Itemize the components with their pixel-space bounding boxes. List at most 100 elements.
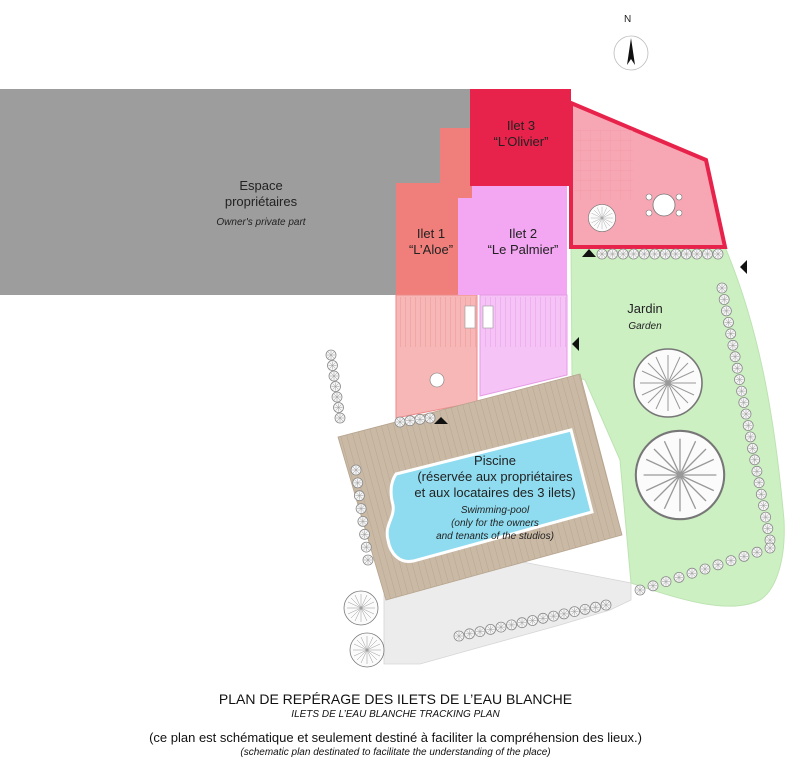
hedge-shrub bbox=[681, 248, 692, 260]
hedge-shrub bbox=[579, 604, 591, 615]
pool-title-line1: Piscine bbox=[474, 453, 516, 468]
ilet1-title-line1: Ilet 1 bbox=[416, 226, 446, 241]
hedge-shrub bbox=[352, 477, 364, 489]
owners-zone bbox=[0, 89, 472, 295]
swimming-pool bbox=[385, 428, 594, 563]
hedge-shrub bbox=[414, 413, 426, 425]
hedge-shrub bbox=[404, 415, 416, 427]
outdoor-table-icon-2 bbox=[429, 372, 445, 388]
hedge-shrub bbox=[360, 541, 372, 553]
hedge-shrub bbox=[527, 615, 538, 626]
hedge-shrub bbox=[736, 385, 747, 397]
hedge-shrub bbox=[495, 621, 507, 633]
hedge-shrub bbox=[734, 374, 745, 386]
hedge-shrub bbox=[590, 601, 601, 613]
hedge-shrub bbox=[762, 523, 774, 534]
hedge-shrub bbox=[424, 412, 436, 424]
hedge-shrub bbox=[359, 528, 371, 540]
shower-icon bbox=[464, 305, 494, 329]
pool-title-line2: (réservée aux propriétaires bbox=[417, 469, 573, 484]
pool-label: Piscine (réservée aux propriétaires et a… bbox=[405, 453, 585, 543]
ilet2-deck bbox=[482, 297, 566, 347]
hedge-shrub bbox=[464, 628, 475, 640]
pool-subtitle-line2: (only for the owners bbox=[451, 518, 539, 529]
hedge-shrub bbox=[753, 477, 765, 489]
hedge-shrub bbox=[727, 339, 739, 351]
owners-zone-label: Espace propriétaires Owner's private par… bbox=[196, 178, 326, 229]
pool-title-line3: et aux locataires des 3 ilets) bbox=[414, 485, 576, 500]
hedge-shrub bbox=[758, 500, 769, 512]
ilet2-title-line2: “Le Palmier” bbox=[487, 242, 559, 257]
hedge-shrub bbox=[673, 572, 685, 583]
hedge-shrub bbox=[712, 559, 724, 571]
outdoor-table-icon bbox=[645, 193, 683, 217]
north-label: N bbox=[624, 14, 632, 25]
hedge-shrub bbox=[647, 580, 659, 592]
hedge-shrub bbox=[333, 402, 344, 413]
hedge-shrub bbox=[699, 563, 711, 575]
hedge-shrub bbox=[725, 555, 737, 566]
hedge-shrub bbox=[742, 420, 754, 431]
hedge-shrub bbox=[548, 610, 559, 622]
hedge-shrub bbox=[751, 546, 763, 558]
hedge-shrub bbox=[738, 551, 750, 562]
hedge-shrub bbox=[755, 488, 767, 500]
hedge-shrub bbox=[716, 282, 728, 294]
hedge-shrub bbox=[569, 606, 580, 617]
ilet1-deck bbox=[398, 297, 476, 347]
ilet1-zone bbox=[396, 128, 472, 295]
ilet1-label: Ilet 1 “L’Aloe” bbox=[396, 226, 466, 258]
plan-note-en: (schematic plan destinated to facilitate… bbox=[240, 747, 551, 758]
hedge-shrub bbox=[751, 465, 763, 477]
hedge-shrub bbox=[325, 349, 337, 361]
hedge-shrub bbox=[355, 503, 367, 514]
plan-title: PLAN DE REPÉRAGE DES ILETS DE L’EAU BLAN… bbox=[218, 691, 573, 707]
plan-note: (ce plan est schématique et seulement de… bbox=[149, 730, 642, 745]
ilet3-title-line2: “L’Olivier” bbox=[493, 134, 549, 149]
hedge-shrub bbox=[686, 567, 698, 579]
hedge-shrub bbox=[749, 454, 761, 466]
ilet3-terrace-tiles bbox=[575, 130, 633, 200]
hedge-shrub bbox=[660, 576, 672, 587]
hedge-shrub bbox=[453, 630, 465, 642]
hedge-shrub bbox=[723, 316, 734, 328]
garden-label: Jardin Garden bbox=[605, 301, 685, 333]
hedge-shrub bbox=[330, 381, 341, 392]
entrance-arrow-icon bbox=[434, 249, 747, 424]
owners-title-line2: propriétaires bbox=[224, 194, 298, 209]
hedge-shrub bbox=[516, 617, 528, 629]
hedge-shrub bbox=[725, 328, 737, 340]
plan-title-en: ILETS DE L’EAU BLANCHE TRACKING PLAN bbox=[291, 709, 500, 720]
hedge-shrub bbox=[331, 391, 343, 403]
hedge-shrub bbox=[353, 490, 365, 502]
hedge-shrub bbox=[747, 442, 758, 454]
hedge-shrub bbox=[596, 248, 608, 260]
hedge-shrub bbox=[328, 370, 340, 382]
ilet2-title-line1: Ilet 2 bbox=[508, 226, 538, 241]
hedge-shrub bbox=[731, 362, 743, 374]
hedge-shrub bbox=[394, 416, 406, 428]
hedge-shrub bbox=[334, 412, 346, 424]
hedge-shrub bbox=[740, 408, 752, 420]
garden-subtitle: Garden bbox=[628, 321, 662, 332]
plan-footer: PLAN DE REPÉRAGE DES ILETS DE L’EAU BLAN… bbox=[0, 690, 791, 759]
ilet2-label: Ilet 2 “Le Palmier” bbox=[476, 226, 570, 258]
hedge-shrub bbox=[702, 248, 713, 260]
hedge-shrub bbox=[721, 305, 732, 317]
owners-subtitle: Owner's private part bbox=[216, 217, 306, 228]
hedge-shrub bbox=[729, 351, 741, 363]
pool-subtitle-line1: Swimming-pool bbox=[460, 505, 530, 516]
ilet3-zone bbox=[470, 89, 571, 186]
ilet3-title-line1: Ilet 3 bbox=[506, 118, 536, 133]
hedge-shrub bbox=[628, 248, 639, 260]
hedge-shrub bbox=[738, 397, 750, 408]
hedge-shrub bbox=[638, 248, 650, 260]
hedge-shrub bbox=[327, 360, 338, 371]
hedge-shrub bbox=[506, 619, 517, 631]
hedge-shrub bbox=[659, 248, 671, 260]
hedge-shrub bbox=[600, 599, 612, 611]
hedge-shrub bbox=[760, 511, 771, 523]
hedge-shrub bbox=[357, 516, 369, 527]
hedge-shrub bbox=[537, 612, 549, 624]
